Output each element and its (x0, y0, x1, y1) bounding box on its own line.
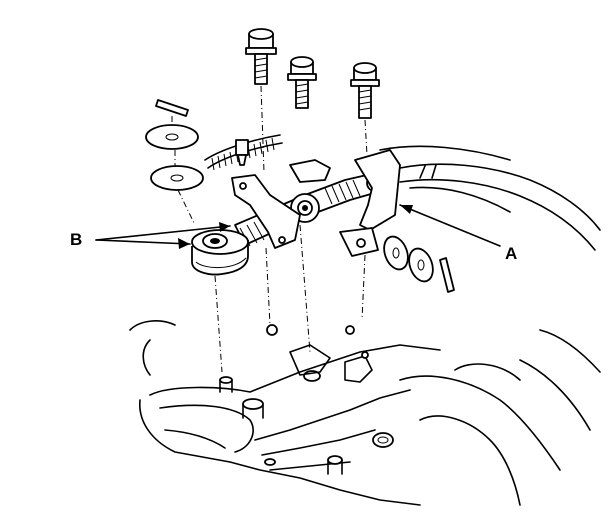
callout-label-b: B (70, 230, 83, 249)
callout-label-a: A (505, 244, 518, 263)
washers-left (145, 99, 204, 191)
pulley-b (191, 229, 249, 276)
bolts (235, 28, 380, 166)
callout-leaders (95, 204, 501, 249)
engine-casting (129, 320, 601, 506)
cable-housing (379, 145, 601, 251)
alignment-lines (171, 85, 368, 373)
washers-right (383, 235, 455, 293)
cable-assembly (204, 134, 401, 257)
